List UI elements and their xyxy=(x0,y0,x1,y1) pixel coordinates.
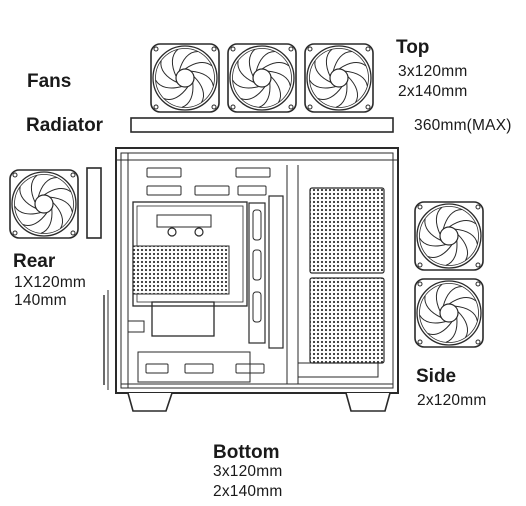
fans-label: Fans xyxy=(27,71,72,92)
rear-spec-1: 1X120mm xyxy=(14,274,87,291)
side-fan-2-icon xyxy=(414,278,484,348)
bottom-spec-2: 2x140mm xyxy=(213,483,283,500)
radiator-label: Radiator xyxy=(26,115,104,136)
top-title: Top xyxy=(396,37,430,58)
top-spec-1: 3x120mm xyxy=(398,63,468,80)
side-fan-1-icon xyxy=(414,201,484,271)
radiator-size: 360mm(MAX) xyxy=(414,117,512,134)
top-fan-3-icon xyxy=(304,43,374,113)
pc-case-icon xyxy=(103,147,399,412)
side-spec-1: 2x120mm xyxy=(417,392,487,409)
side-title: Side xyxy=(416,366,457,387)
bottom-title: Bottom xyxy=(213,442,280,463)
rear-spec-2: 140mm xyxy=(14,292,67,309)
top-fan-1-icon xyxy=(150,43,220,113)
rear-radiator-icon xyxy=(86,167,102,239)
rear-title: Rear xyxy=(13,251,56,272)
top-fan-2-icon xyxy=(227,43,297,113)
top-spec-2: 2x140mm xyxy=(398,83,468,100)
bottom-spec-1: 3x120mm xyxy=(213,463,283,480)
radiator-icon xyxy=(130,117,394,133)
rear-fan-icon xyxy=(9,169,79,239)
